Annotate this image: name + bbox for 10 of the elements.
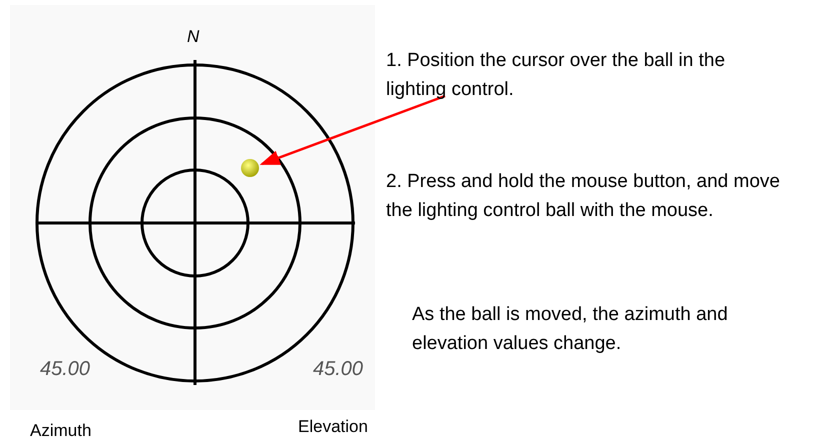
azimuth-value: 45.00: [40, 357, 90, 382]
north-label: N: [187, 26, 200, 48]
instruction-text: 1. Position the cursor over the ball in the lighting control.: [386, 46, 781, 104]
elevation-value: 45.00: [313, 357, 364, 382]
axis-caption: Azimuth: [30, 420, 92, 442]
axis-caption: Elevation: [298, 416, 368, 438]
lighting-ball: [241, 159, 259, 177]
instruction-text: 2. Press and hold the mouse button, and move the lighting control ball with the mouse.: [386, 170, 781, 223]
leader-arrow: [260, 94, 446, 166]
note-text: As the ball is moved, the azimuth and elevation values change.: [412, 303, 729, 356]
